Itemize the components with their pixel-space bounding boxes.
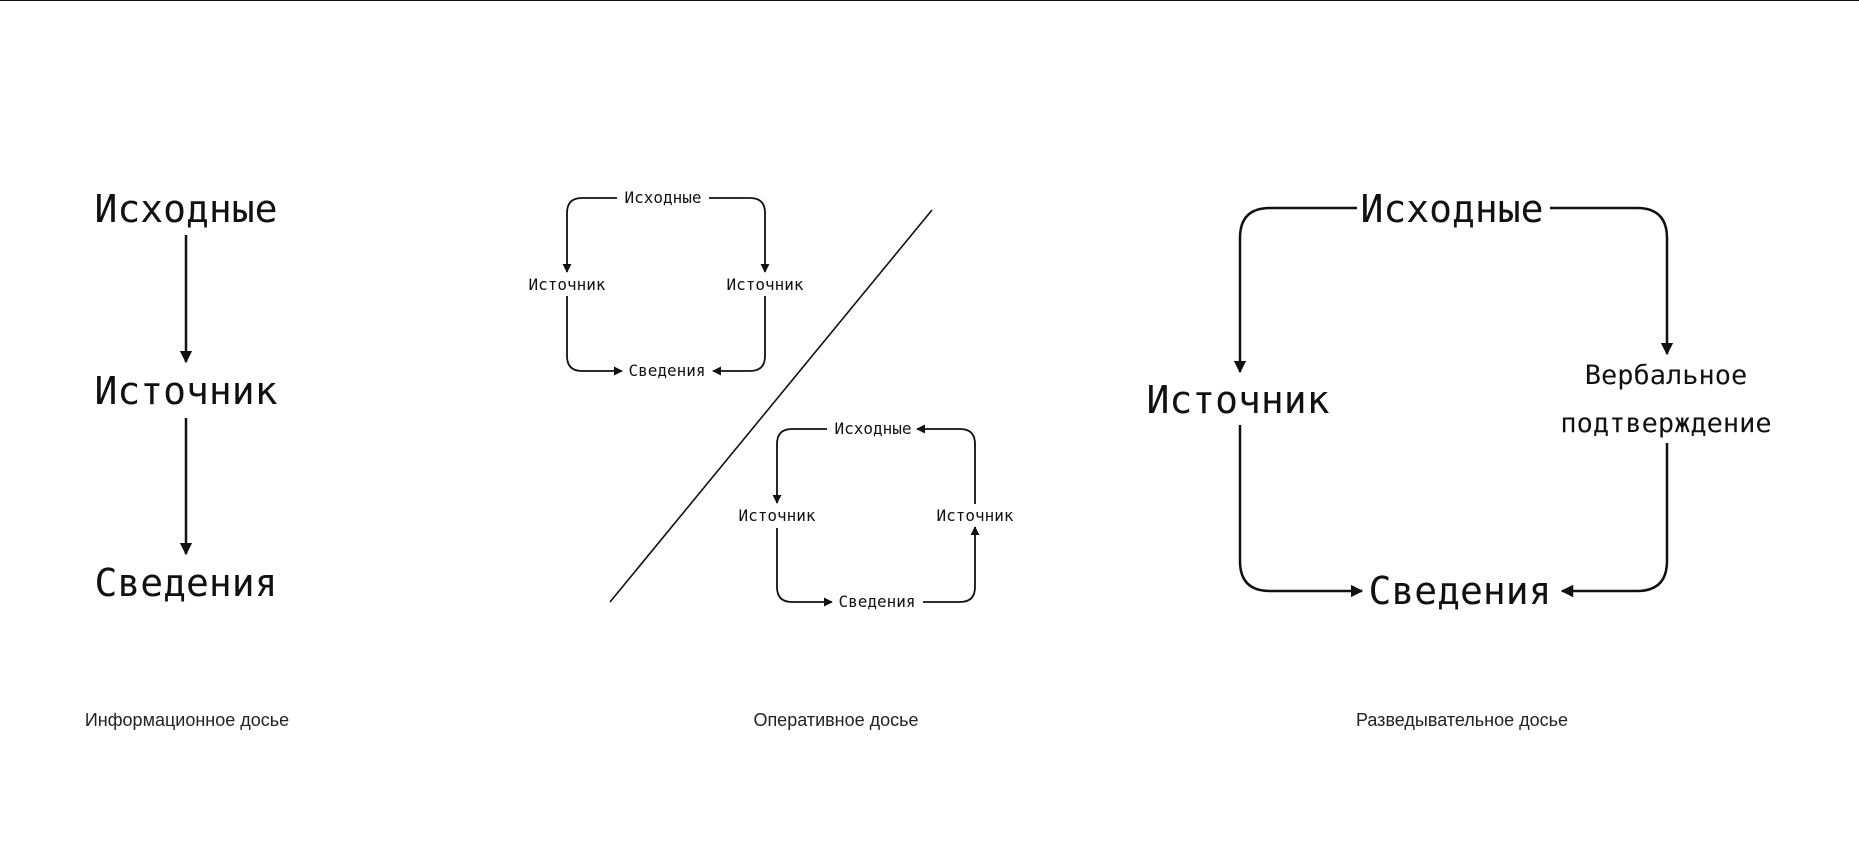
intel-node-initial: Исходные bbox=[1360, 187, 1544, 231]
arrow-lower-initial-to-left-source bbox=[772, 428, 827, 504]
info-node-source: Источник bbox=[94, 369, 278, 413]
operative-upper-node-initial: Исходные bbox=[624, 188, 702, 207]
intel-node-info: Сведения bbox=[1368, 569, 1552, 613]
info-dossier-caption: Информационное досье bbox=[84, 710, 290, 730]
operative-upper-node-right-source: Источник bbox=[726, 275, 804, 294]
arrow-upper-left-source-to-info bbox=[566, 296, 623, 376]
arrow-intel-initial-to-source bbox=[1233, 206, 1357, 374]
arrow-intel-verbal-to-info bbox=[1560, 443, 1669, 598]
operative-upper-node-left-source: Источник bbox=[528, 275, 606, 294]
operative-lower-arrows bbox=[772, 424, 980, 607]
operative-dossier-caption: Оперативное досье bbox=[753, 710, 919, 730]
arrow-lower-left-source-to-info bbox=[776, 528, 833, 607]
info-node-info: Сведения bbox=[94, 561, 278, 605]
operative-lower-node-info: Сведения bbox=[838, 592, 916, 611]
operative-upper-arrows bbox=[562, 197, 770, 376]
arrow-upper-initial-to-right-source bbox=[709, 197, 770, 273]
arrow-lower-info-to-right-source bbox=[923, 526, 980, 603]
arrow-lower-right-source-to-initial bbox=[916, 424, 976, 504]
arrow-upper-initial-to-left-source bbox=[562, 197, 617, 273]
intel-dossier-caption: Разведывательное досье bbox=[1355, 710, 1569, 730]
diagonal-divider-line bbox=[609, 209, 933, 603]
operative-upper-node-info: Сведения bbox=[628, 361, 706, 380]
arrow-upper-right-source-to-info bbox=[712, 296, 766, 376]
intel-dossier-arrows bbox=[1233, 206, 1674, 598]
info-node-initial: Исходные bbox=[94, 187, 278, 231]
arrow-intel-initial-to-verbal bbox=[1550, 206, 1674, 356]
top-border-line bbox=[0, 0, 1859, 1]
arrow-intel-source-to-info bbox=[1238, 425, 1364, 598]
intel-node-source: Источник bbox=[1146, 378, 1330, 422]
operative-lower-node-left-source: Источник bbox=[738, 506, 816, 525]
operative-lower-node-right-source: Источник bbox=[936, 506, 1014, 525]
operative-lower-node-initial: Исходные bbox=[834, 419, 912, 438]
intel-node-verbal-confirmation: Вербальное подтверждение bbox=[1560, 360, 1772, 439]
